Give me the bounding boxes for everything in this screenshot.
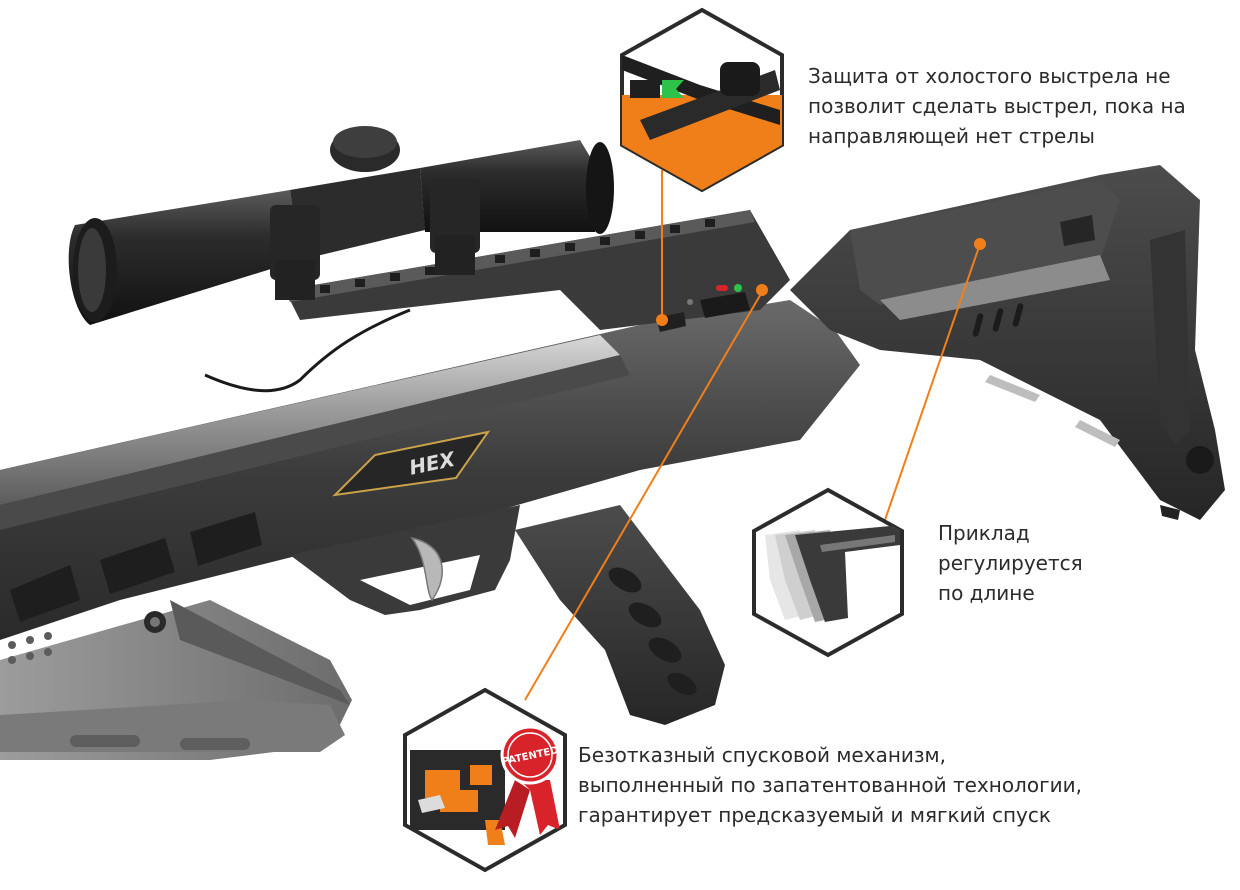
- callout-dry-fire-text: Защита от холостого выстрела не позволит…: [808, 61, 1186, 151]
- adjustable-stock-icon: [752, 487, 904, 658]
- trigger-group: [290, 505, 725, 725]
- callout-trigger-text: Безотказный спусковой механизм, выполнен…: [578, 740, 1082, 830]
- callout-line: Защита от холостого выстрела не: [808, 64, 1171, 88]
- callout-line: направляющей нет стрелы: [808, 124, 1095, 148]
- callout-line: выполненный по запатентованной технологи…: [578, 773, 1082, 797]
- dry-fire-safety-icon: [620, 7, 784, 193]
- callout-line: позволит сделать выстрел, пока на: [808, 94, 1186, 118]
- scope-rail: [204, 210, 790, 393]
- leader-dots: [656, 238, 986, 326]
- scope: [68, 126, 614, 325]
- adjustable-stock: [790, 165, 1225, 520]
- barrel: HEX: [0, 300, 860, 640]
- callout-line: по длине: [938, 581, 1035, 605]
- callout-line: гарантирует предсказуемый и мягкий спуск: [578, 803, 1051, 827]
- callout-line: Приклад: [938, 521, 1030, 545]
- leader-lines: [524, 170, 981, 701]
- patented-trigger-icon: PATENTED: [403, 687, 567, 873]
- callout-line: Безотказный спусковой механизм,: [578, 743, 946, 767]
- limb-assembly: [0, 600, 352, 760]
- callout-line: регулируется: [938, 551, 1083, 575]
- callout-stock-text: Приклад регулируется по длине: [938, 518, 1083, 608]
- patented-badge: PATENTED: [500, 725, 560, 785]
